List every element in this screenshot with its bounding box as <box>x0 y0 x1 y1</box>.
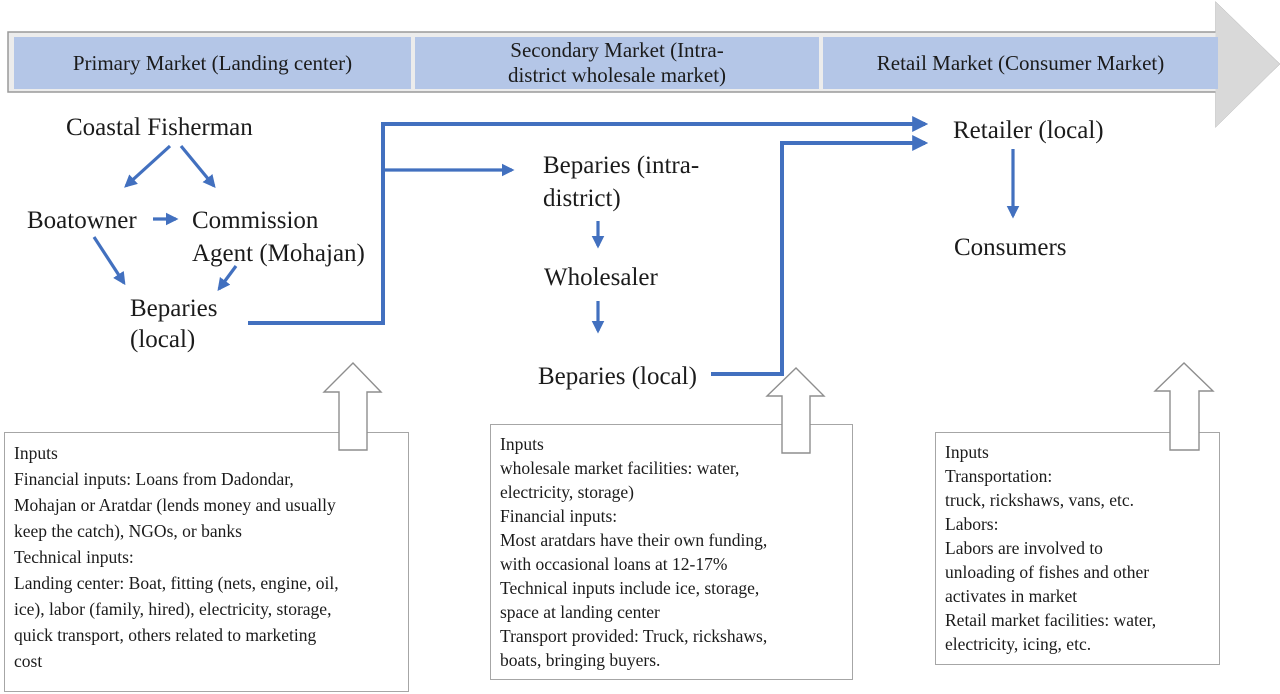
node-beparies-local-secondary: Beparies (local) <box>538 363 697 390</box>
inputs-box-primary-text: Inputs Financial inputs: Loans from Dado… <box>14 443 339 671</box>
right-block-arrow-head <box>1215 1 1280 128</box>
inputs-box-secondary-text: Inputs wholesale market facilities: wate… <box>500 434 768 670</box>
inputs-box-retail-text: Inputs Transportation: truck, rickshaws,… <box>945 442 1157 654</box>
node-boatowner: Boatowner <box>27 207 137 234</box>
inputs-box-retail: Inputs Transportation: truck, rickshaws,… <box>935 432 1220 665</box>
arrow-boatowner-to-beparies <box>92 236 126 286</box>
arrow-fisherman-to-agent <box>179 144 216 188</box>
band-secondary-market: Secondary Market (Intra- district wholes… <box>415 37 819 89</box>
flow-secondary-beparies-to-retailer <box>711 135 929 376</box>
band-retail-market: Retail Market (Consumer Market) <box>823 37 1218 89</box>
inputs-box-secondary: Inputs wholesale market facilities: wate… <box>490 424 853 680</box>
arrow-fisherman-to-boatowner <box>124 144 172 188</box>
node-wholesaler: Wholesaler <box>544 264 658 291</box>
band-retail-market-label: Retail Market (Consumer Market) <box>876 50 1165 75</box>
node-consumers: Consumers <box>954 234 1067 261</box>
inputs-box-primary: Inputs Financial inputs: Loans from Dado… <box>4 432 409 692</box>
band-secondary-market-label: Secondary Market (Intra- district wholes… <box>507 38 727 87</box>
band-primary-market: Primary Market (Landing center) <box>14 37 411 89</box>
node-beparies-local-primary: Beparies (local) <box>130 295 218 353</box>
node-commission-agent: Commission Agent (Mohajan) <box>192 207 365 267</box>
node-beparies-intra-district: Beparies (intra- district) <box>543 152 700 212</box>
node-retailer-local: Retailer (local) <box>953 117 1104 144</box>
band-primary-market-label: Primary Market (Landing center) <box>72 50 353 75</box>
node-coastal-fisherman: Coastal Fisherman <box>66 114 253 141</box>
